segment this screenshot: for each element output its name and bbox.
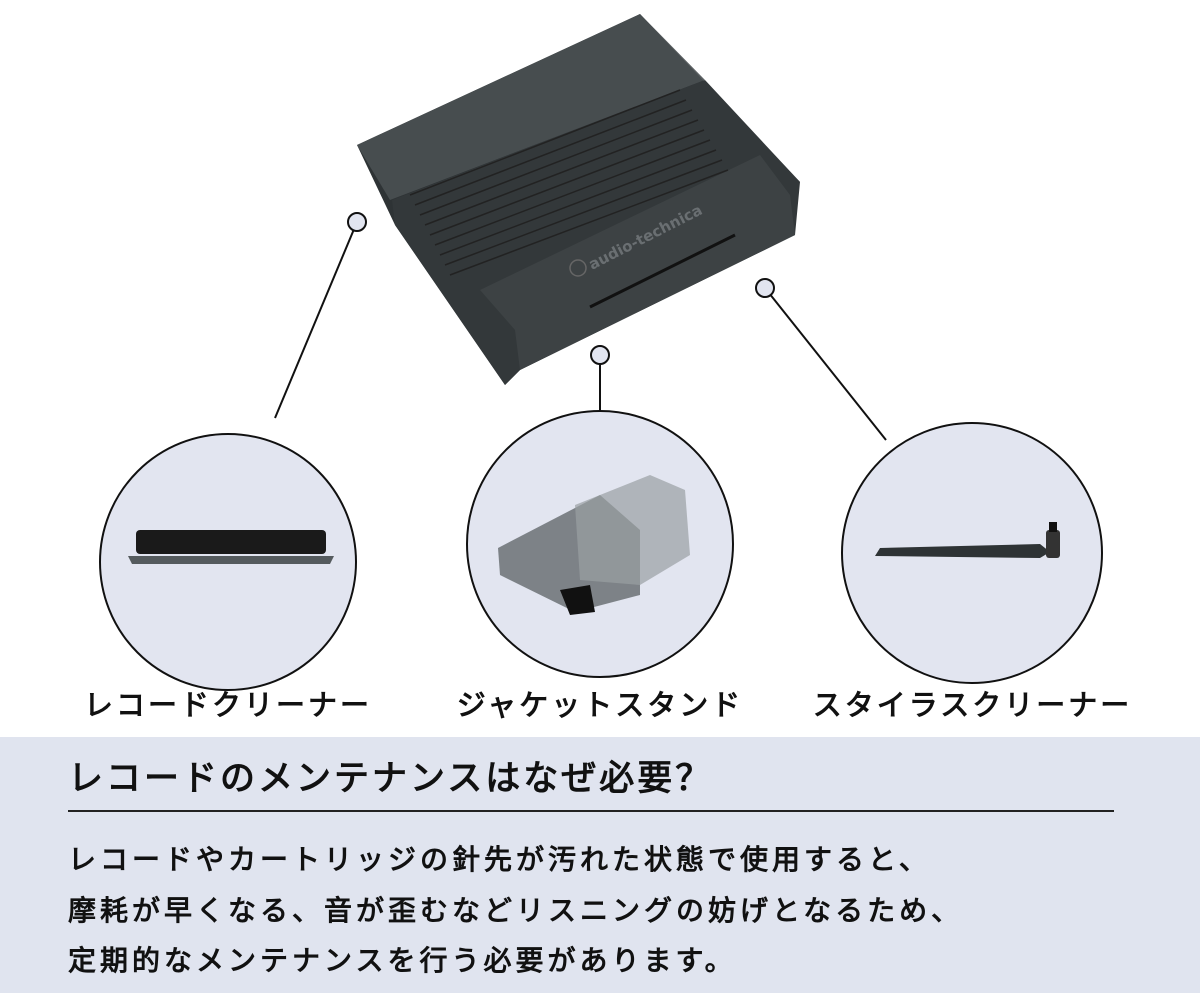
callout-dot bbox=[347, 212, 367, 232]
jacket-stand-image bbox=[498, 475, 690, 615]
info-body-line: レコードやカートリッジの針先が汚れた状態で使用すると、 bbox=[68, 843, 931, 876]
record-cleaner-label: レコードクリーナー bbox=[83, 688, 372, 722]
stylus-cleaner-label: スタイラスクリーナー bbox=[812, 688, 1133, 722]
jacket-stand-label: ジャケットスタンド bbox=[456, 688, 744, 722]
info-panel bbox=[0, 737, 1200, 993]
info-heading: レコードのメンテナンスはなぜ必要？ bbox=[68, 759, 714, 799]
info-body-line: 定期的なメンテナンスを行う必要があります。 bbox=[68, 944, 737, 977]
maintenance-kit-case-image: audio-technica bbox=[357, 14, 800, 385]
heading-divider bbox=[68, 810, 1114, 812]
stylus-cleaner-image bbox=[875, 522, 1060, 558]
callout-dot bbox=[755, 278, 775, 298]
record-cleaner-image bbox=[128, 530, 334, 564]
callout-dot bbox=[590, 345, 610, 365]
info-body-line: 摩耗が早くなる、音が歪むなどリスニングの妨げとなるため、 bbox=[68, 894, 964, 927]
product-illustration: audio-technica bbox=[99, 14, 1103, 691]
